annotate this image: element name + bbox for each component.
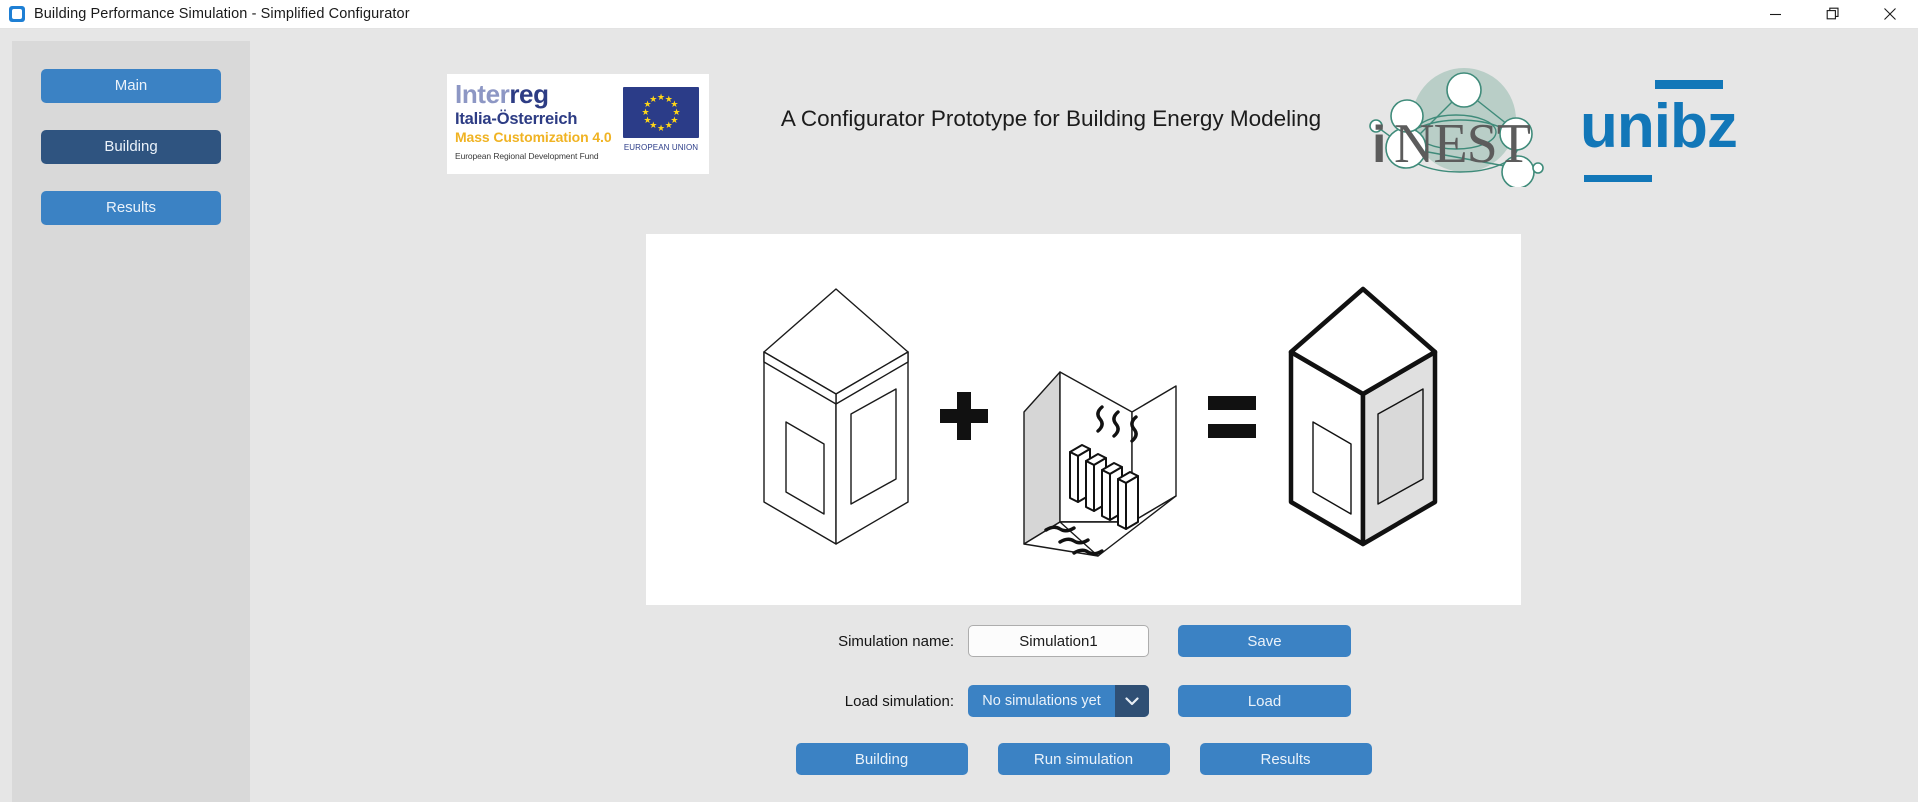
load-button[interactable]: Load bbox=[1178, 685, 1351, 717]
simulation-name-input[interactable] bbox=[968, 625, 1149, 657]
eu-star-icon: ★ bbox=[672, 107, 681, 117]
building-envelope-drawing bbox=[763, 288, 909, 545]
eu-star-icon: ★ bbox=[664, 93, 673, 104]
eu-star-icon: ★ bbox=[643, 114, 652, 125]
app-logo-icon bbox=[9, 6, 25, 22]
plus-symbol bbox=[940, 392, 988, 440]
eu-star-icon: ★ bbox=[670, 99, 679, 110]
interreg-word-light: Inter bbox=[455, 79, 510, 109]
navigation-buttons: Building Run simulation Results bbox=[646, 743, 1521, 775]
simulation-name-row: Simulation name: Save bbox=[816, 625, 1351, 657]
unibz-bar-top bbox=[1655, 80, 1723, 89]
unibz-logo: unibz bbox=[1580, 74, 1738, 186]
heating-room-drawing bbox=[1023, 371, 1177, 557]
load-simulation-label: Load simulation: bbox=[844, 692, 954, 710]
results-button[interactable]: Results bbox=[1199, 743, 1372, 775]
simulation-name-label: Simulation name: bbox=[838, 632, 954, 650]
interreg-wordmark: Interreg bbox=[455, 81, 615, 108]
load-simulation-row: Load simulation: No simulations yet Load bbox=[816, 685, 1351, 717]
sidebar-item-main[interactable]: Main bbox=[41, 69, 221, 103]
svg-text:i: i bbox=[1372, 116, 1386, 174]
eu-star-icon: ★ bbox=[649, 93, 658, 104]
eu-star-icon: ★ bbox=[656, 91, 666, 102]
run-simulation-button[interactable]: Run simulation bbox=[997, 743, 1170, 775]
interreg-fund: European Regional Development Fund bbox=[455, 151, 599, 161]
minimize-icon[interactable] bbox=[1747, 0, 1804, 29]
load-simulation-value: No simulations yet bbox=[982, 693, 1101, 709]
sidebar-item-building[interactable]: Building bbox=[41, 130, 221, 164]
page-title: A Configurator Prototype for Building En… bbox=[780, 106, 1322, 131]
eu-star-icon: ★ bbox=[670, 114, 679, 125]
radiator-drawing bbox=[1069, 444, 1139, 530]
building-button[interactable]: Building bbox=[795, 743, 968, 775]
chevron-down-icon[interactable] bbox=[1115, 685, 1149, 717]
simulation-form: Simulation name: Save Load simulation: N… bbox=[646, 625, 1521, 785]
window-title: Building Performance Simulation - Simpli… bbox=[34, 6, 410, 22]
restore-icon[interactable] bbox=[1804, 0, 1861, 29]
svg-text:NEST: NEST bbox=[1394, 113, 1531, 175]
inest-logo: i NEST bbox=[1360, 62, 1565, 187]
eu-star-icon: ★ bbox=[649, 120, 658, 131]
unibz-wordmark: unibz bbox=[1580, 92, 1738, 161]
eu-star-icon: ★ bbox=[664, 120, 673, 131]
concept-illustration bbox=[646, 234, 1521, 605]
load-simulation-dropdown[interactable]: No simulations yet bbox=[968, 685, 1149, 717]
unibz-bar-bottom bbox=[1584, 175, 1652, 182]
window-controls bbox=[1747, 0, 1918, 29]
interreg-text-block: Interreg Italia-Österreich Mass Customiz… bbox=[447, 74, 615, 174]
eu-star-icon: ★ bbox=[656, 122, 666, 133]
interreg-logo: Interreg Italia-Österreich Mass Customiz… bbox=[447, 74, 709, 174]
save-button[interactable]: Save bbox=[1178, 625, 1351, 657]
eu-label: EUROPEAN UNION bbox=[623, 143, 699, 152]
eu-emblem-block: ★★★★★★★★★★★★ EUROPEAN UNION bbox=[615, 74, 707, 174]
sidebar-item-results[interactable]: Results bbox=[41, 191, 221, 225]
eu-flag-icon: ★★★★★★★★★★★★ bbox=[623, 87, 699, 138]
sidebar: Main Building Results bbox=[12, 41, 250, 802]
eu-star-icon: ★ bbox=[641, 107, 650, 117]
close-icon[interactable] bbox=[1861, 0, 1918, 29]
interreg-region: Italia-Österreich bbox=[455, 110, 578, 128]
title-bar: Building Performance Simulation - Simpli… bbox=[0, 0, 1918, 29]
eu-star-icon: ★ bbox=[643, 99, 652, 110]
equals-symbol bbox=[1208, 396, 1256, 438]
interreg-programme: Mass Customization 4.0 bbox=[455, 129, 612, 145]
simulated-building-drawing bbox=[1288, 286, 1438, 547]
interreg-word-dark: reg bbox=[509, 79, 549, 109]
header: Interreg Italia-Österreich Mass Customiz… bbox=[440, 62, 1738, 187]
heat-wave-icons bbox=[1044, 405, 1138, 556]
